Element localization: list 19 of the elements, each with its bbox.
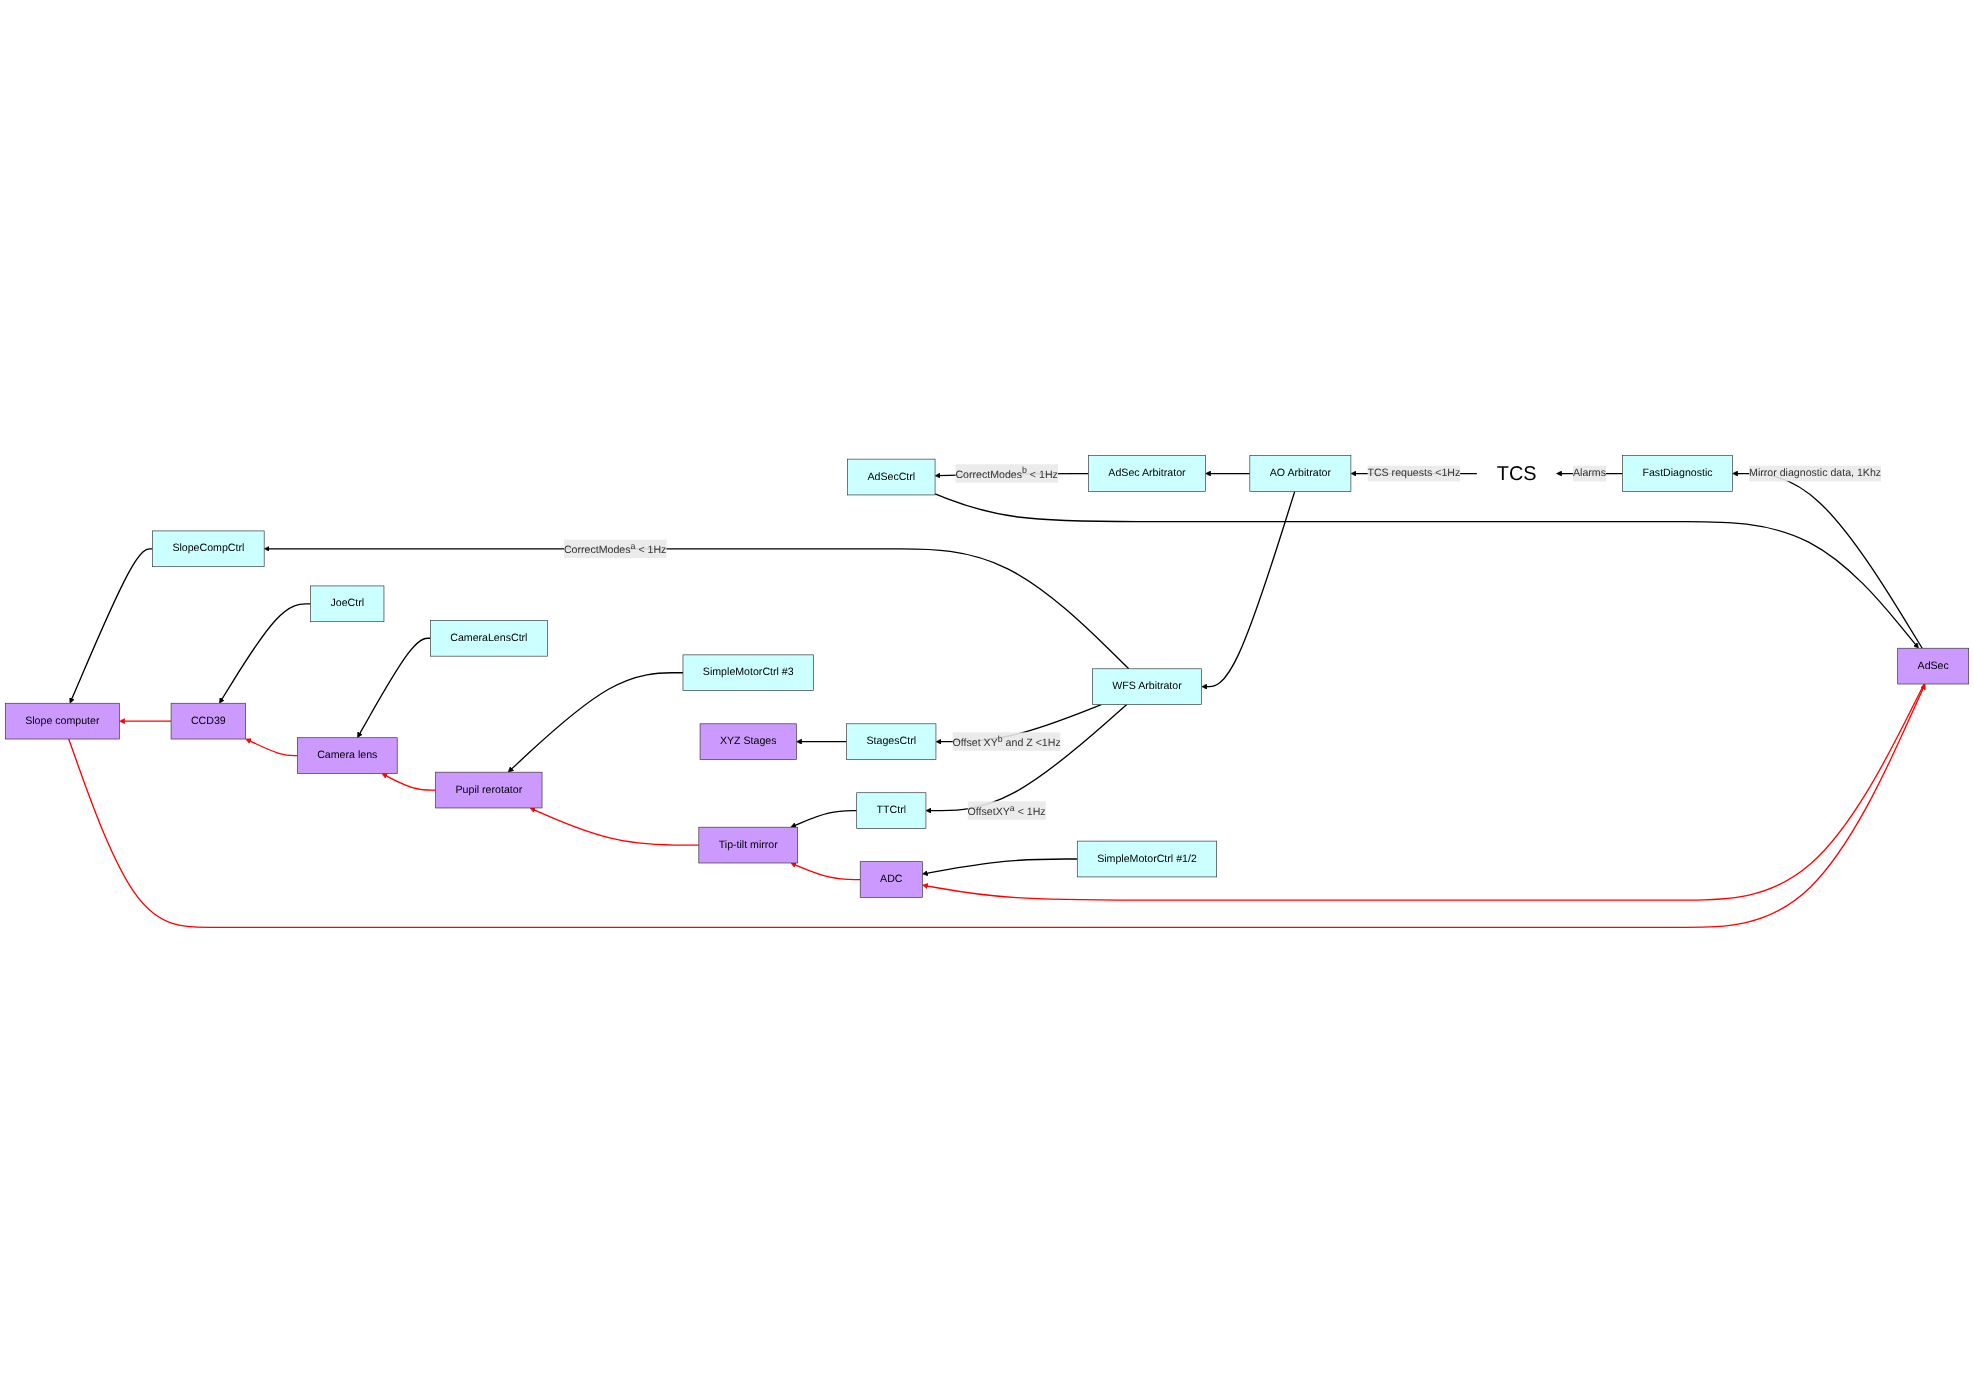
arrow xyxy=(790,809,858,828)
arrow xyxy=(796,738,848,745)
arrow xyxy=(263,545,1130,670)
arrow xyxy=(507,672,684,773)
arrow xyxy=(922,858,1078,876)
arrow xyxy=(934,493,1919,649)
arrow xyxy=(790,862,861,881)
arrow xyxy=(219,603,312,704)
arrow xyxy=(381,773,437,791)
arrow xyxy=(119,718,172,725)
arrow xyxy=(922,683,1925,901)
arrow xyxy=(68,683,1926,928)
arrow xyxy=(1205,470,1251,477)
arrow xyxy=(529,807,700,846)
arrow xyxy=(357,637,432,738)
arrow xyxy=(245,738,298,757)
node-text: TCS xyxy=(1496,462,1537,485)
arrow xyxy=(69,548,154,704)
arrow xyxy=(1201,490,1296,690)
